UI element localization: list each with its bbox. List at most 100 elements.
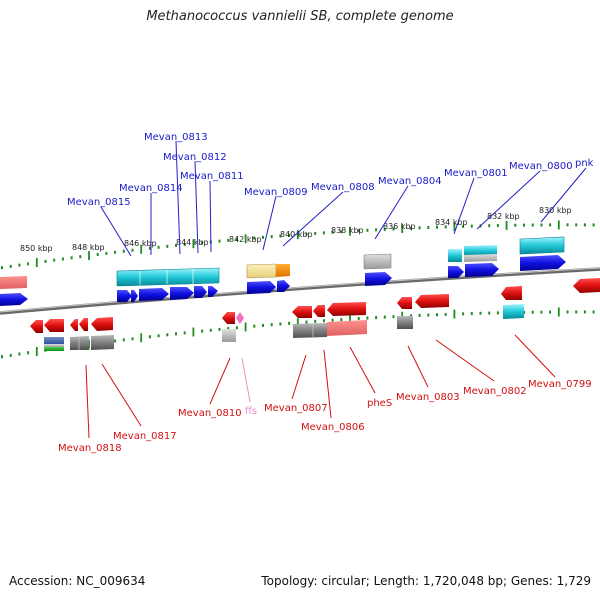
scale-tick — [122, 338, 125, 342]
scale-tick — [505, 220, 508, 230]
gene-forward-arrow — [277, 280, 290, 292]
feature-block-gray — [70, 336, 89, 350]
gene-forward-arrow — [448, 266, 464, 278]
gene-label-mevan-0801: Mevan_0801 — [444, 168, 508, 179]
scale-tick — [183, 243, 186, 247]
reverse-genes — [30, 278, 600, 333]
gene-reverse-arrow — [292, 306, 312, 318]
feature-block-gray — [44, 344, 64, 347]
scale-label: 846 kbp — [124, 239, 157, 248]
feature-block-gray — [91, 335, 114, 350]
scale-tick — [322, 319, 325, 323]
scale-tick — [218, 239, 221, 243]
scale-tick — [349, 226, 351, 236]
gene-label-mevan-0799: Mevan_0799 — [528, 379, 592, 390]
feature-block-gray — [293, 323, 327, 338]
feature-block-cyan — [519, 236, 565, 255]
scale-tick — [166, 333, 169, 337]
scale-tick — [488, 224, 491, 228]
scale-tick — [79, 255, 82, 259]
scale-tick — [575, 223, 578, 227]
scale-tick — [253, 236, 256, 240]
lower-callout-lines — [85, 334, 556, 439]
gene-reverse-arrow — [501, 286, 522, 300]
scale-tick — [470, 224, 473, 228]
gene-reverse-arrow — [573, 278, 600, 293]
forward-genes — [0, 255, 566, 306]
scale-tick — [140, 244, 143, 254]
scale-tick — [549, 223, 552, 227]
gene-reverse-arrow — [70, 319, 78, 331]
lower-feature-track — [44, 304, 524, 351]
gene-label-mevan-0803: Mevan_0803 — [396, 392, 460, 403]
gene-forward-arrow — [208, 286, 218, 297]
scale-tick — [575, 310, 578, 314]
upper-feature-track — [0, 236, 565, 289]
scale-tick — [131, 248, 134, 252]
scale-tick — [148, 246, 151, 250]
map-title: Methanococcus vannielii SB, complete gen… — [146, 9, 454, 24]
scale-tick — [131, 337, 134, 341]
feature-block-gray — [464, 254, 497, 262]
scale-tick — [18, 263, 21, 267]
scale-tick — [436, 313, 438, 317]
scale-tick — [183, 331, 186, 335]
scale-tick — [331, 230, 334, 234]
feature-block-orange — [276, 264, 290, 277]
scale-tick — [496, 311, 499, 315]
scale-tick — [470, 312, 473, 316]
scale-tick — [279, 322, 282, 326]
scale-tick — [583, 310, 586, 314]
scale-tick — [566, 223, 569, 227]
feature-block-pink — [327, 320, 367, 336]
gene-label-mevan-0802: Mevan_0802 — [463, 386, 527, 397]
scale-tick — [166, 244, 169, 248]
scale-tick — [514, 223, 517, 227]
scale-tick — [288, 233, 291, 237]
scale-tick — [305, 320, 308, 324]
scale-tick — [44, 259, 47, 263]
scale-tick — [253, 324, 256, 328]
feature-block-cyan — [448, 249, 462, 262]
scale-tick — [566, 310, 569, 314]
scale-tick — [296, 318, 299, 328]
scale-tick — [479, 311, 482, 315]
feature-block-cyan — [464, 245, 497, 256]
scale-tick — [409, 314, 412, 318]
scale-tick — [418, 313, 421, 317]
gene-forward-arrow — [365, 272, 392, 286]
scale-tick — [192, 327, 195, 337]
feature-block-cyan — [503, 304, 524, 319]
scale-tick — [418, 226, 421, 230]
scale-tick — [227, 238, 230, 242]
scale-tick — [1, 266, 3, 270]
scale-label: 830 kbp — [539, 206, 572, 215]
scale-tick — [27, 262, 30, 266]
scale-tick — [244, 234, 247, 244]
scale-tick — [557, 307, 560, 317]
scale-tick — [366, 316, 369, 320]
scale-tick — [270, 323, 273, 327]
scale-label: 834 kbp — [435, 218, 468, 227]
genome-backbone-highlight — [0, 267, 600, 313]
scale-tick — [375, 316, 378, 320]
scale-tick — [453, 309, 456, 319]
gene-forward-arrow — [139, 288, 169, 301]
scale-tick — [392, 227, 395, 231]
scale-tick — [296, 230, 299, 240]
gene-label-mevan-0814: Mevan_0814 — [119, 183, 183, 194]
gene-reverse-arrow — [91, 317, 113, 331]
scale-tick — [114, 250, 117, 254]
scale-label: 836 kbp — [383, 222, 416, 231]
scale-tick — [531, 310, 534, 314]
scale-label: 838 kbp — [331, 226, 364, 235]
gene-reverse-arrow — [44, 319, 64, 332]
scale-tick — [27, 351, 30, 355]
upper-callout-lines — [100, 140, 587, 257]
gene-label-mevan-0804: Mevan_0804 — [378, 176, 442, 187]
topology-text: Topology: circular; Length: 1,720,048 bp… — [261, 574, 591, 588]
gene-label-mevan-0817: Mevan_0817 — [113, 431, 177, 442]
scale-tick — [462, 224, 465, 228]
scale-tick — [9, 264, 12, 268]
